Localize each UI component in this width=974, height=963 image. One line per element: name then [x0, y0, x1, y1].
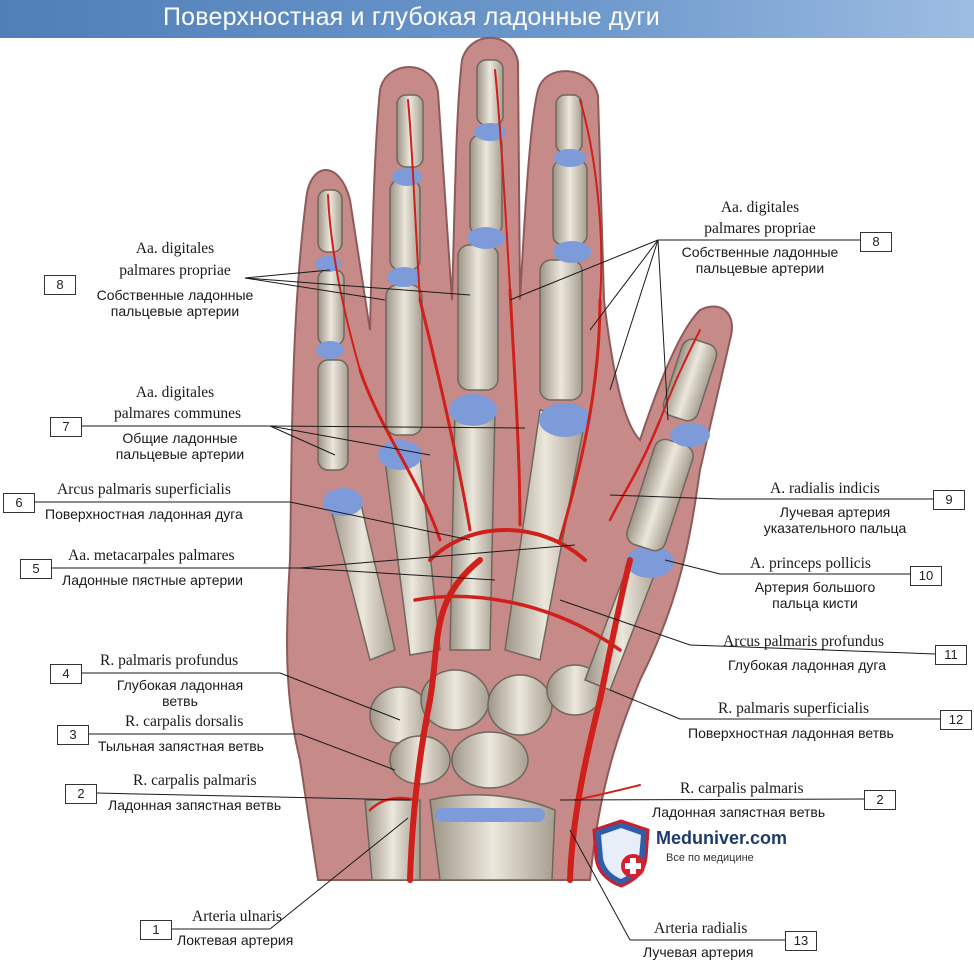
label-3-number: 3 — [57, 725, 89, 745]
label-9-russian-1: Лучевая артерия — [779, 504, 891, 520]
label-7-russian-1: Общие ладонные — [122, 430, 238, 446]
label-8-right-number: 8 — [860, 232, 892, 252]
label-1-latin: Arteria ulnaris — [192, 908, 282, 925]
leader-lines — [34, 239, 940, 941]
label-8-left-number: 8 — [44, 275, 76, 295]
label-9-number: 9 — [933, 490, 965, 510]
label-13-number: 13 — [785, 931, 817, 951]
label-8-right-russian-1: Собственные ладонные — [681, 244, 839, 260]
label-9-russian-2: указательного пальца — [763, 520, 907, 536]
label-6-latin: Arcus palmaris superficialis — [57, 481, 231, 498]
label-6-russian: Поверхностная ладонная дуга — [45, 506, 243, 522]
label-2-right-russian: Ладонная запястная ветвь — [652, 804, 826, 820]
label-13-russian: Лучевая артерия — [643, 944, 754, 960]
label-10-russian-1: Артерия большого — [754, 579, 876, 595]
label-4-latin: R. palmaris profundus — [100, 652, 239, 669]
shield-cross-icon — [592, 819, 650, 888]
label-4-russian-1: Глубокая ладонная — [116, 677, 244, 693]
label-3-russian: Тыльная запястная ветвь — [98, 738, 264, 754]
label-2-left-russian: Ладонная запястная ветвь — [108, 797, 282, 813]
label-8-left-russian-1: Собственные ладонные — [96, 287, 254, 303]
label-8-left-russian-2: пальцевые артерии — [110, 303, 240, 319]
label-2-right-number: 2 — [864, 790, 896, 810]
label-8-right-latin-2: palmares propriae — [704, 220, 816, 237]
radius-bone — [429, 794, 556, 881]
label-10-number: 10 — [910, 566, 942, 586]
label-4-number: 4 — [50, 664, 82, 684]
logo-name: Meduniver.com — [656, 828, 788, 848]
radius-cartilage — [435, 808, 545, 822]
title-bar: Поверхностная и глубокая ладонные дуги — [0, 0, 974, 38]
label-5-russian: Ладонные пястные артерии — [62, 572, 243, 588]
label-5-number: 5 — [20, 559, 52, 579]
label-12-latin: R. palmaris superficialis — [718, 700, 870, 717]
label-1-number: 1 — [140, 920, 172, 940]
label-7-latin-1: Aa. digitales — [135, 384, 215, 401]
meduniver-logo[interactable]: Meduniver.com Все по медицине — [590, 818, 800, 888]
label-6-number: 6 — [3, 493, 35, 513]
label-11-number: 11 — [935, 645, 967, 665]
label-1-russian: Локтевая артерия — [177, 932, 294, 948]
label-7-latin-2: palmares communes — [114, 405, 241, 422]
label-11-russian: Глубокая ладонная дуга — [728, 657, 886, 673]
label-7-number: 7 — [50, 417, 82, 437]
label-12-number: 12 — [940, 710, 972, 730]
label-10-latin: A. princeps pollicis — [750, 555, 871, 572]
label-13-latin: Arteria radialis — [654, 920, 748, 937]
page-title: Поверхностная и глубокая ладонные дуги — [163, 3, 660, 31]
label-4-russian-2: ветвь — [162, 693, 198, 709]
phalanges — [317, 59, 718, 552]
logo-tagline: Все по медицине — [666, 852, 754, 864]
label-2-left-number: 2 — [65, 784, 97, 804]
label-5-latin: Aa. metacarpales palmares — [68, 547, 235, 564]
label-12-russian: Поверхностная ладонная ветвь — [688, 725, 894, 741]
label-2-left-latin: R. carpalis palmaris — [133, 772, 257, 789]
label-3-latin: R. carpalis dorsalis — [125, 713, 244, 730]
label-7-russian-2: пальцевые артерии — [115, 446, 245, 462]
label-10-russian-2: пальца кисти — [772, 595, 858, 611]
label-8-left-latin-1: Aa. digitales — [135, 240, 215, 257]
arteries — [327, 69, 701, 883]
label-8-left-latin-2: palmares propriae — [119, 262, 231, 279]
joint-cartilage — [315, 123, 710, 447]
label-2-right-latin: R. carpalis palmaris — [680, 780, 804, 797]
label-8-right-russian-2: пальцевые артерии — [695, 260, 825, 276]
label-9-latin: A. radialis indicis — [770, 480, 880, 497]
label-11-latin: Arcus palmaris profundus — [723, 633, 884, 650]
carpal-bones — [369, 664, 604, 789]
label-8-right-latin-1: Aa. digitales — [720, 199, 800, 216]
